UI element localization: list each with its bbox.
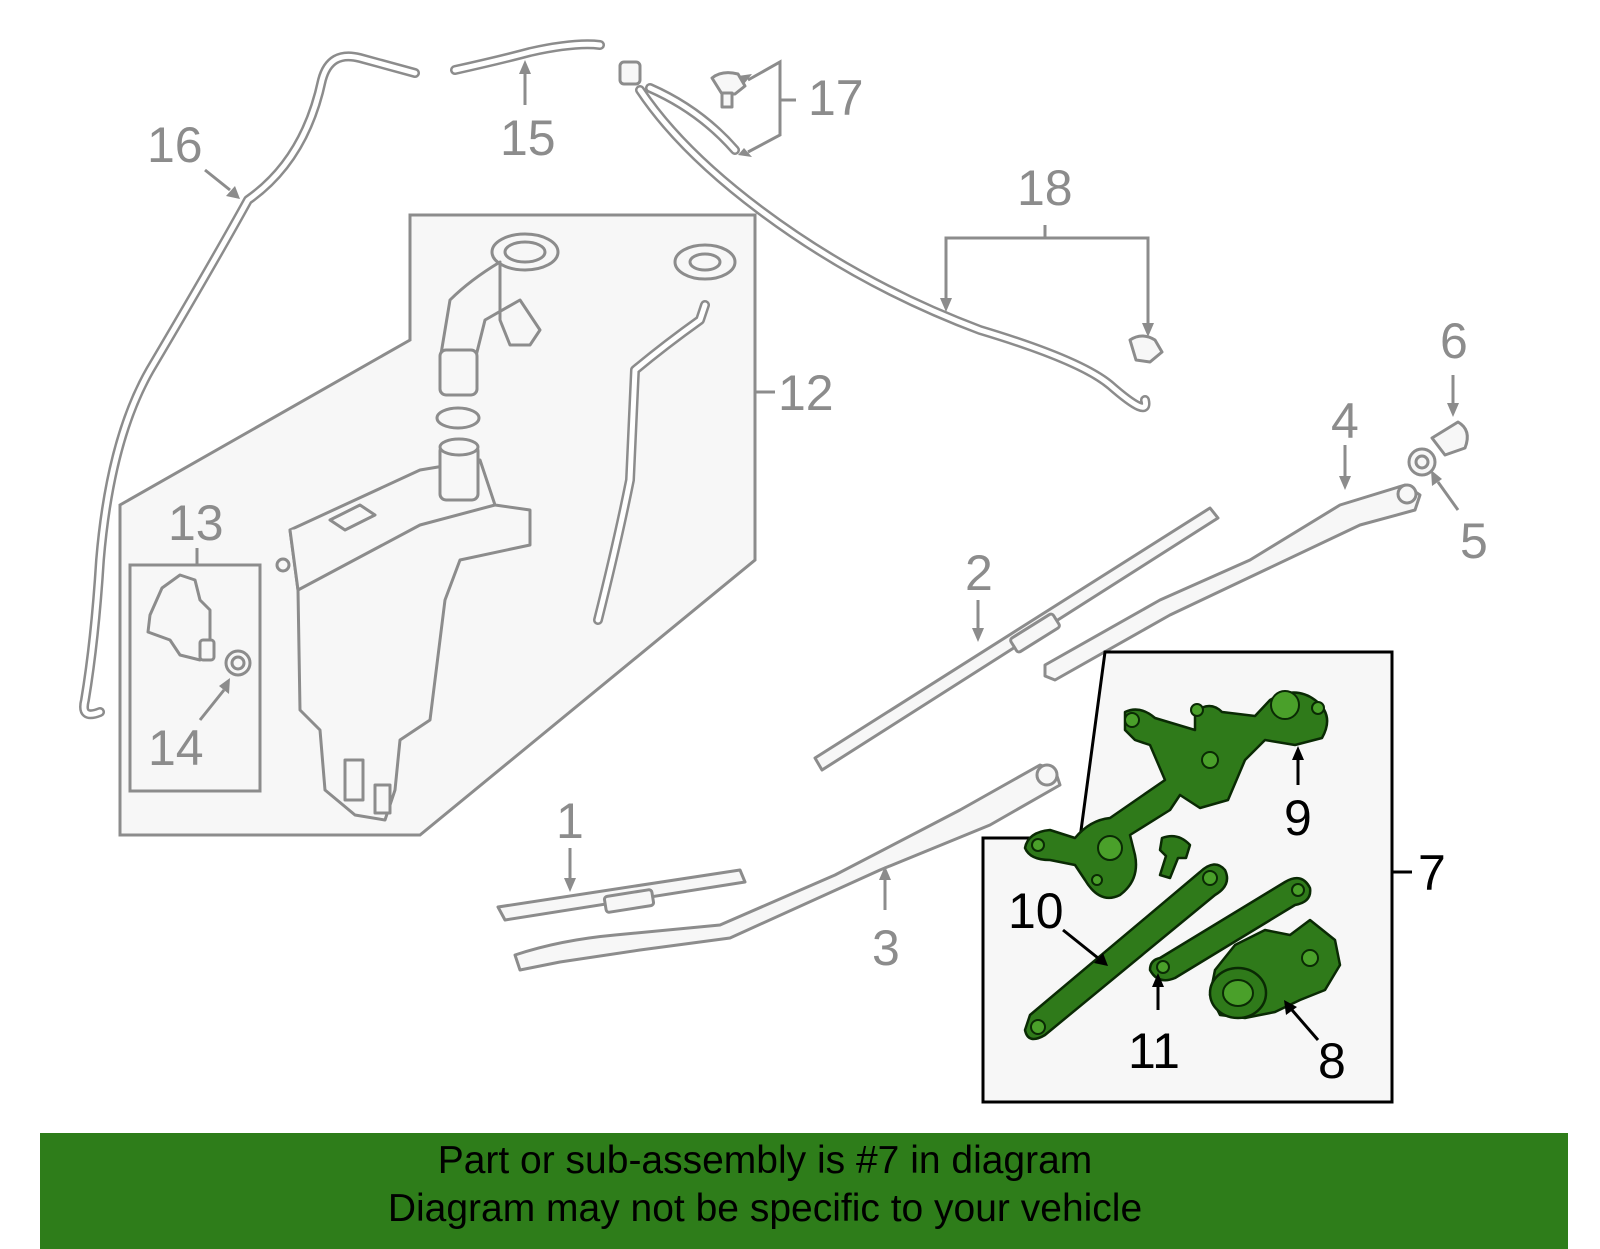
wiper-linkage-9 [1023, 690, 1329, 900]
callout-7: 7 [1418, 845, 1446, 901]
arrow-11 [1152, 973, 1164, 987]
callout-16: 16 [147, 117, 203, 173]
callout-12: 12 [778, 365, 834, 421]
arrow-14 [219, 678, 230, 694]
arrow-15 [519, 60, 531, 74]
hose-18 [635, 85, 1164, 413]
callout-6: 6 [1440, 313, 1468, 369]
callout-4: 4 [1331, 393, 1359, 449]
wiper-arm-3 [513, 763, 1062, 972]
callout-15: 15 [500, 110, 556, 166]
leader-14 [198, 689, 226, 721]
callout-5: 5 [1460, 513, 1488, 569]
arrow-8 [1284, 1000, 1297, 1015]
wiper-arm-4 [1043, 483, 1422, 682]
filler-neck [435, 232, 560, 430]
nut-and-cap [1407, 420, 1469, 477]
hose-15 [450, 39, 605, 75]
arrow-10 [1094, 953, 1108, 966]
leader-16 [204, 168, 231, 192]
callout-17: 17 [808, 70, 864, 126]
info-banner: Part or sub-assembly is #7 in diagram Di… [40, 1133, 1568, 1249]
callout-11: 11 [1128, 1023, 1180, 1079]
leader-10 [1062, 928, 1099, 960]
banner-part-note: Part or sub-assembly is #7 in diagram [437, 1139, 1093, 1182]
bolt [1158, 834, 1192, 880]
leader-17 [738, 59, 796, 157]
callout-10: 10 [1008, 883, 1064, 939]
callout-13: 13 [168, 495, 224, 551]
arrow-9 [1292, 746, 1304, 760]
callout-8: 8 [1318, 1033, 1346, 1089]
arrow-6 [1447, 403, 1459, 417]
arrow-1 [564, 878, 576, 892]
arrow-4 [1339, 476, 1351, 490]
wiper-blade-1 [496, 868, 747, 922]
arrow-5 [1431, 470, 1442, 486]
arrow-3 [879, 866, 891, 880]
leader-18 [940, 225, 1154, 337]
arrow-2 [972, 628, 984, 642]
drive-rod-11 [1148, 876, 1312, 982]
leader-8 [1290, 1009, 1320, 1041]
nozzle-assembly-17 [618, 60, 747, 155]
arrow-16 [226, 186, 240, 199]
callout-2: 2 [965, 545, 993, 601]
callout-14: 14 [148, 720, 204, 776]
banner-disclaimer: Diagram may not be specific to your vehi… [387, 1187, 1143, 1230]
hose-16 [79, 51, 420, 720]
leader-5 [1436, 481, 1460, 511]
drive-rod-10 [1023, 863, 1229, 1041]
washer-reservoir [275, 437, 532, 822]
washer-pump [146, 573, 252, 677]
callout-9: 9 [1284, 790, 1312, 846]
callout-18: 18 [1017, 160, 1073, 216]
wiper-blade-2 [813, 506, 1220, 772]
callout-3: 3 [872, 920, 900, 976]
cap-and-tube [593, 243, 737, 625]
wiper-motor-8 [1208, 918, 1342, 1020]
callout-1: 1 [556, 793, 584, 849]
